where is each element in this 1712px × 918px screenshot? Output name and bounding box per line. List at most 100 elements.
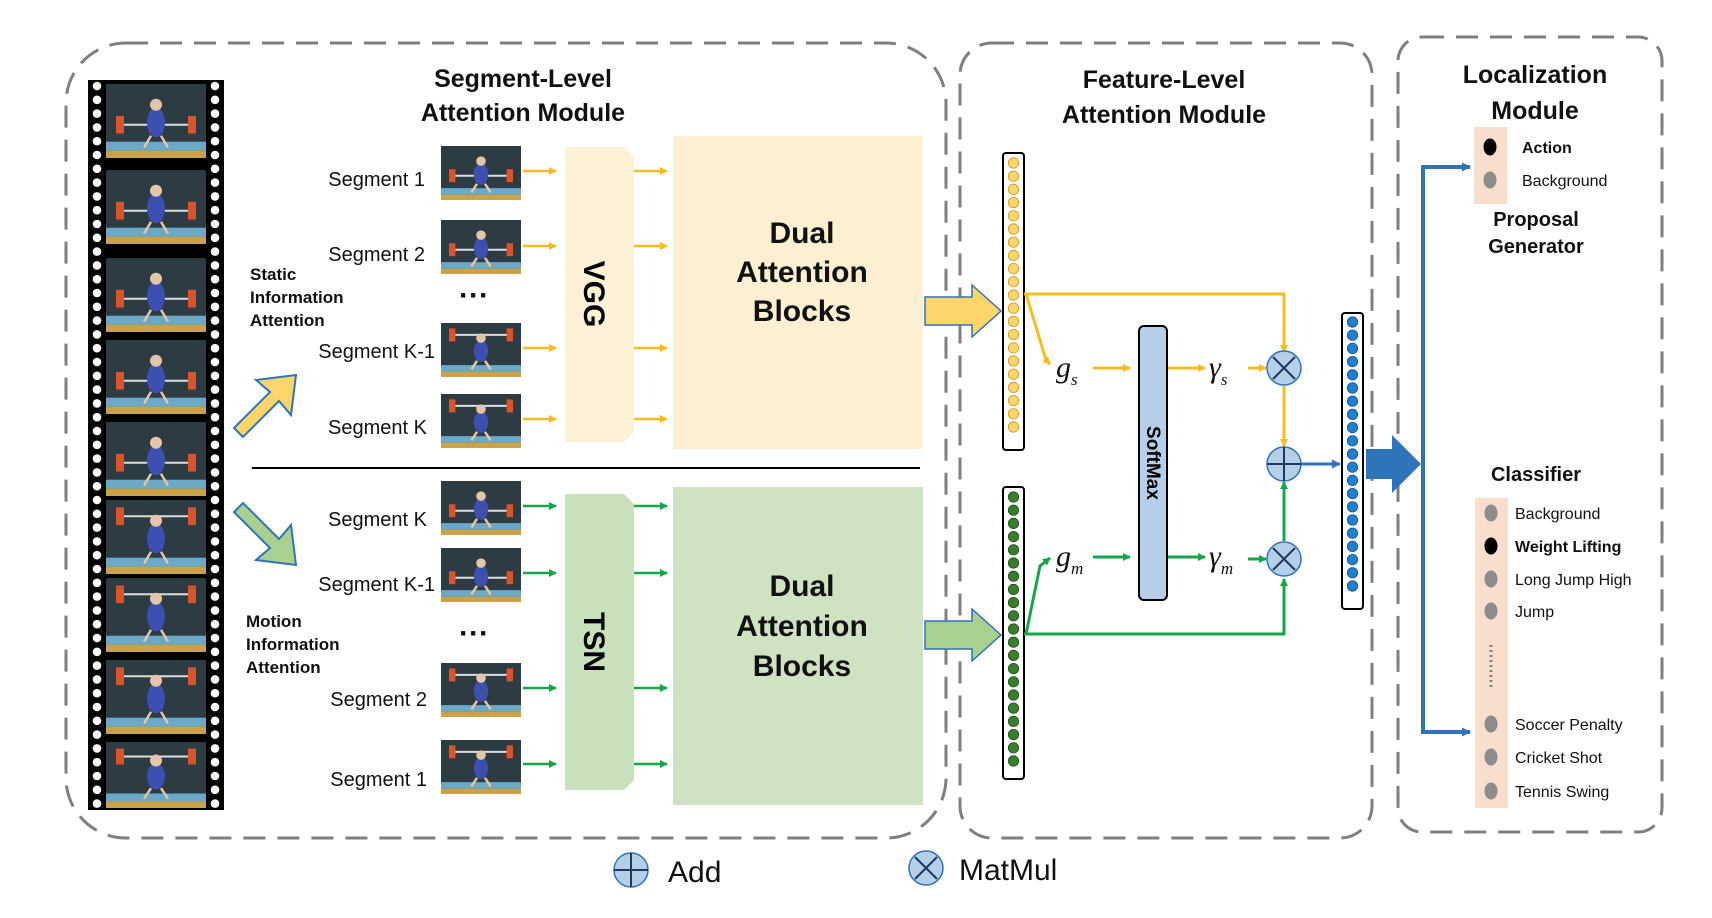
frame-lifter-head	[150, 98, 162, 111]
frame-lifter-body	[473, 498, 489, 520]
frame-lifter-head	[150, 754, 162, 767]
feature-dot	[1007, 530, 1020, 543]
classifier-item-label: Jump	[1515, 604, 1554, 621]
feature-dot	[1346, 580, 1359, 592]
frame-plate	[188, 507, 196, 526]
softmax-label: SoftMax	[1142, 426, 1163, 500]
frame-floor	[106, 227, 206, 237]
sprocket-hole	[92, 592, 102, 601]
feature-dot	[1007, 583, 1020, 596]
frame-lifter-body	[473, 757, 489, 779]
feature-dot	[1346, 342, 1359, 354]
frame-lifter-head	[150, 674, 162, 687]
frame-stage	[441, 371, 521, 377]
film-frame	[106, 578, 206, 652]
frame-lifter-head	[476, 673, 486, 683]
sprocket-hole	[210, 578, 220, 588]
frame-floor	[441, 782, 521, 789]
matmul-legend-label: MatMul	[959, 854, 1057, 887]
frame-floor	[106, 397, 206, 407]
feature-dot	[1007, 262, 1020, 275]
motion-information-label: Motion Information Attention	[246, 612, 340, 677]
sprocket-hole	[210, 509, 220, 519]
frame-plate	[506, 571, 513, 585]
sprocket-hole	[92, 702, 102, 712]
motion-label-line-1: Motion	[246, 612, 302, 631]
top-ellipsis: ···	[459, 279, 489, 312]
sprocket-hole	[210, 357, 220, 367]
feature-dot	[1007, 183, 1020, 195]
film-frame	[106, 742, 206, 808]
segment-thumbnails	[441, 146, 521, 794]
motion-branch-arrow	[232, 501, 298, 567]
feature-dot	[1007, 544, 1020, 556]
frame-lifter-body	[147, 107, 165, 138]
frame-lifter-head	[150, 354, 162, 367]
feature-dot	[1007, 636, 1020, 648]
film-frame	[106, 340, 206, 414]
static-feature-dots	[1007, 157, 1020, 433]
frame-lifter-head	[150, 272, 162, 285]
segment-thumbnail	[441, 323, 521, 377]
feature-dot	[1007, 610, 1020, 622]
static-branch-arrow	[232, 373, 298, 439]
segment-arrows	[523, 167, 668, 768]
static-dual-block-line-2: Attention	[736, 256, 868, 289]
feature-dot	[1346, 487, 1359, 500]
sprocket-hole	[92, 316, 102, 325]
frame-lifter-body	[473, 680, 489, 702]
sprocket-hole	[210, 81, 220, 91]
film-frame	[106, 500, 206, 574]
frame-floor	[106, 141, 206, 151]
sprocket-hole	[210, 371, 220, 381]
proposal-item-dot	[1483, 171, 1497, 189]
matmul-legend-icon	[908, 850, 944, 886]
feature-dot	[1346, 527, 1359, 539]
segment-thumbnail	[441, 481, 521, 535]
static-label-line-1: Static	[250, 265, 296, 284]
matmul-operator-static	[1266, 350, 1302, 386]
sprocket-hole	[92, 95, 102, 105]
classifier-item-label: Long Jump High	[1515, 572, 1632, 589]
localization-module-frame	[1396, 35, 1664, 834]
film-frame	[106, 422, 206, 496]
film-frame	[106, 170, 206, 244]
motion-label-line-2: Information	[246, 635, 340, 654]
frame-lifter-body	[147, 281, 165, 312]
frame-floor	[441, 705, 521, 712]
frame-lifter-leg	[159, 473, 170, 487]
frame-lifter-leg	[483, 360, 492, 371]
feature-dot	[1007, 662, 1020, 675]
sprocket-hole	[92, 81, 102, 91]
static-label-line-3: Attention	[250, 311, 325, 330]
feature-dot	[1007, 302, 1020, 314]
sprocket-hole	[92, 523, 102, 532]
frame-lifter-leg	[159, 629, 170, 643]
frame-lifter-leg	[483, 518, 492, 529]
sprocket-hole	[92, 661, 102, 670]
frame-lifter-leg	[483, 183, 492, 194]
frame-plate	[116, 115, 124, 134]
sprocket-hole	[210, 192, 220, 201]
tsn-label: TSN	[577, 612, 610, 672]
frame-floor	[441, 262, 521, 269]
classifier-item-dot	[1484, 715, 1498, 733]
sprocket-hole	[210, 302, 220, 312]
frame-plate	[188, 585, 196, 604]
motion-label-line-3: Attention	[246, 658, 321, 677]
g-m-main: g	[1056, 540, 1071, 573]
frame-stage	[106, 566, 206, 574]
sprocket-hole	[210, 730, 220, 739]
motion-dual-block-line-2: Attention	[736, 610, 868, 643]
gamma-m-symbol: γm	[1209, 540, 1233, 578]
sprocket-hole	[92, 440, 102, 450]
top-segment-label: Segment 1	[328, 169, 425, 191]
frame-stage	[106, 801, 206, 808]
sprocket-hole	[92, 343, 102, 353]
frame-plate	[116, 201, 124, 220]
feature-dot	[1007, 368, 1020, 380]
classifier-item-dot	[1484, 537, 1498, 555]
sprocket-hole	[210, 619, 220, 629]
feature-dot	[1007, 676, 1020, 688]
